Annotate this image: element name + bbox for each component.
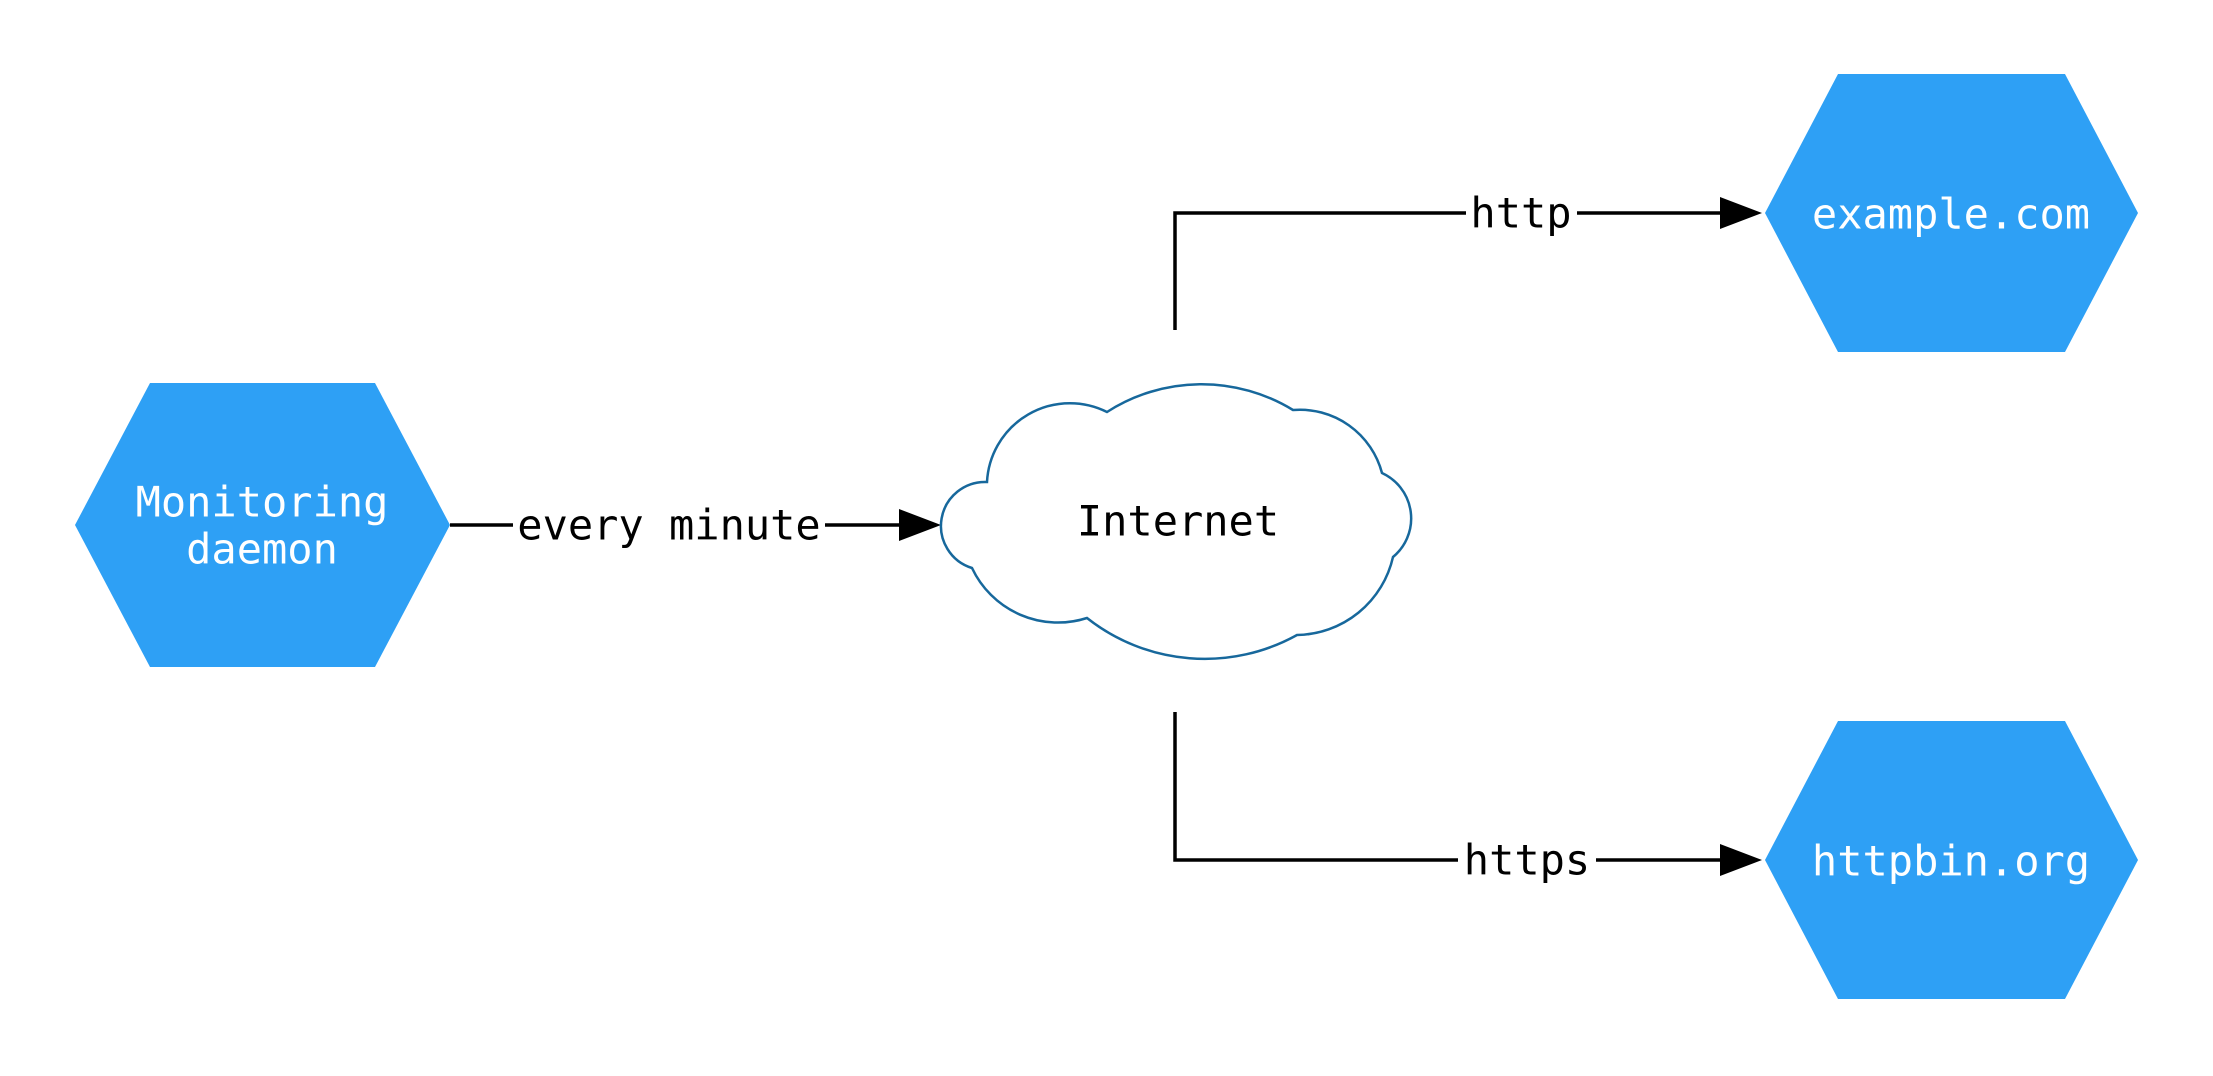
edge-label-every-minute: every minute [517,501,820,550]
node-internet: Internet [939,382,1413,661]
edge-monitoring-to-internet: every minute [450,501,941,550]
edge-elbow-segment [1173,211,1466,330]
arrowhead-icon [1720,197,1762,229]
arrowhead-icon [1720,844,1762,876]
node-label-line1: Monitoring [136,478,389,527]
node-label-line2: daemon [186,525,338,574]
edge-internet-to-example: http [1173,189,1762,330]
arrowhead-icon [899,509,941,541]
edge-elbow-segment [1173,712,1458,862]
edge-internet-to-httpbin: https [1173,712,1762,885]
edge-label-https: https [1464,836,1590,885]
node-label-httpbin-org: httpbin.org [1812,837,2090,886]
node-example-com: example.com [1765,74,2138,352]
node-label-example-com: example.com [1812,190,2090,239]
hexagon-shape [1765,721,2138,999]
node-httpbin-org: httpbin.org [1765,721,2138,999]
cloud-icon [939,382,1413,661]
hexagon-shape [1765,74,2138,352]
hexagon-shape [75,383,450,667]
node-label-internet: Internet [1077,497,1279,546]
node-monitoring-daemon: Monitoring daemon [75,383,450,667]
edge-label-http: http [1470,189,1571,238]
